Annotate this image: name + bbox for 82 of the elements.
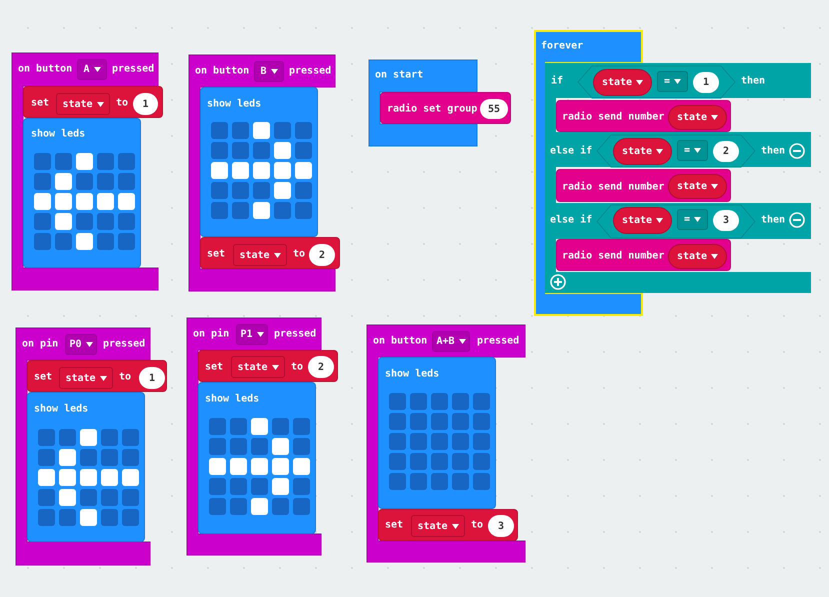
dropdown: P0 [65, 334, 97, 355]
dropdown: B [254, 61, 284, 82]
number-field: 55 [480, 99, 508, 119]
block-label: else if [550, 144, 592, 158]
statement-block [23, 86, 163, 118]
if-else-block [545, 63, 811, 293]
dropdown: state [231, 356, 285, 378]
variable-dropdown: state [668, 244, 727, 269]
statement-block [556, 239, 731, 271]
block-label: then [741, 74, 766, 88]
show-leds-block [23, 118, 141, 268]
block-label: on button [18, 62, 72, 76]
block-label: set [34, 370, 52, 384]
statement-block [380, 92, 511, 124]
dropdown: state [59, 367, 113, 389]
comparison-block [597, 135, 755, 167]
block-label: to [116, 96, 128, 110]
event-block [367, 325, 525, 562]
block-label: to [293, 248, 306, 260]
block-label: pressed [274, 328, 316, 340]
dropdown: state [233, 244, 287, 266]
block-label: pressed [103, 338, 146, 350]
block-label: radio send number [562, 110, 664, 124]
block-label: to [471, 518, 484, 532]
number-field: 1 [139, 367, 165, 389]
block-label: on start [375, 68, 424, 82]
block-label: pressed [112, 62, 154, 76]
block-label: radio send number [562, 250, 664, 262]
dropdown: state [411, 515, 465, 537]
block-label: to [119, 370, 132, 384]
dropdown: P1 [236, 324, 268, 345]
block-label: on button [373, 334, 428, 348]
dropdown: A [77, 59, 107, 80]
block-label: then [761, 144, 786, 158]
event-block [369, 60, 477, 146]
variable-dropdown: state [668, 105, 727, 130]
block-label: pressed [289, 64, 332, 78]
block-label: then [761, 214, 786, 226]
block-label: show leds [385, 368, 440, 380]
block-label: show leds [207, 98, 262, 110]
block-label: show leds [31, 128, 86, 140]
dropdown: = [677, 140, 708, 161]
block-label: radio send number [562, 180, 664, 194]
number-field: 1 [133, 93, 158, 115]
comparison-block [597, 205, 755, 238]
block-label: on button [195, 64, 250, 78]
dropdown: A+B [432, 331, 470, 352]
number-field: 2 [309, 244, 335, 266]
block-label: forever [541, 40, 584, 52]
block-label: if [551, 74, 564, 88]
show-leds-block [27, 392, 145, 542]
block-label: set [205, 360, 224, 374]
dropdown: state [56, 93, 110, 115]
statement-block [378, 509, 518, 541]
variable-dropdown: state [593, 69, 652, 96]
number-field: 3 [488, 515, 514, 537]
dropdown: = [657, 71, 688, 92]
block-label: else if [550, 214, 592, 226]
statement-block [198, 350, 338, 382]
statement-block [27, 360, 167, 392]
show-leds-block [198, 382, 316, 534]
block-label: show leds [34, 402, 88, 416]
block-label: set [207, 248, 226, 260]
statement-block [556, 100, 731, 132]
block-label: on pin [193, 328, 230, 340]
show-leds-block [200, 87, 318, 237]
show-leds-block [378, 357, 496, 509]
number-field: 2 [308, 356, 334, 378]
variable-dropdown: state [613, 138, 672, 165]
statement-block [200, 237, 340, 269]
block-label: set [385, 518, 404, 532]
dropdown: = [677, 209, 708, 230]
statement-block [556, 169, 731, 202]
comparison-block [578, 66, 735, 98]
variable-dropdown: state [613, 207, 672, 234]
variable-dropdown: state [668, 174, 727, 199]
block-label: pressed [477, 334, 520, 348]
block-label: set [31, 96, 50, 110]
block-label: to [291, 360, 304, 374]
block-label: radio set group [387, 102, 478, 116]
block-label: show leds [205, 392, 260, 406]
block-label: on pin [22, 338, 58, 350]
